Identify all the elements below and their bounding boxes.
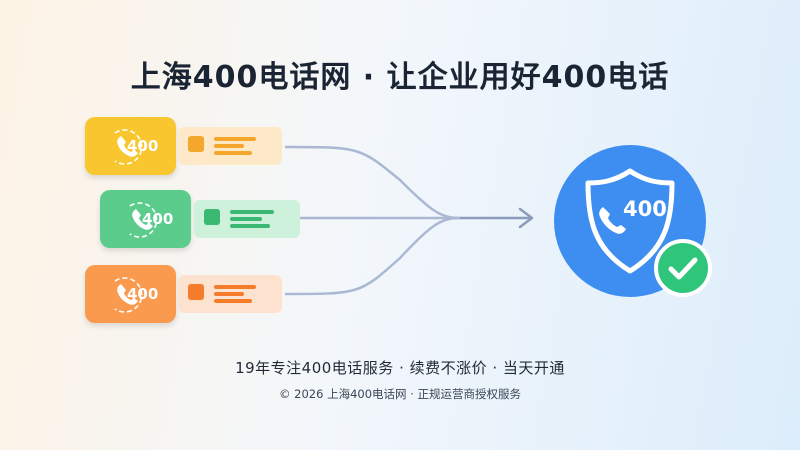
shield-badge: 400 [550, 145, 720, 305]
document-line [230, 224, 270, 228]
document-card [178, 127, 282, 165]
arrow-head-icon [518, 207, 534, 229]
document-square [188, 284, 204, 300]
flow-line-top [284, 145, 461, 220]
card-label: 400 [142, 210, 174, 228]
document-line [214, 299, 252, 303]
feature-line: 19年专注400电话服务 · 续费不涨价 · 当天开通 [235, 359, 565, 377]
page-title: 上海400电话网 · 让企业用好400电话 [130, 60, 670, 95]
phone-icon [114, 129, 143, 165]
document-line [230, 217, 262, 221]
card-label: 400 [127, 285, 159, 303]
phone-card-orange: 400 [85, 265, 176, 323]
document-line [214, 144, 244, 148]
document-square [204, 209, 220, 225]
phone-card-yellow: 400 [85, 117, 176, 175]
copyright-line: © 2026 上海400电话网 · 正规运营商授权服务 [279, 387, 521, 401]
document-line [230, 210, 274, 214]
document-line [214, 137, 256, 141]
document-square [188, 136, 204, 152]
flow-line-bottom [284, 216, 461, 296]
document-card [178, 275, 282, 313]
shield-label: 400 [623, 197, 667, 221]
document-line [214, 292, 244, 296]
phone-icon [129, 202, 158, 238]
check-icon [654, 239, 712, 297]
document-card [194, 200, 300, 238]
phone-icon [114, 277, 143, 313]
phone-card-green: 400 [100, 190, 191, 248]
document-line [214, 151, 252, 155]
document-line [214, 285, 256, 289]
card-label: 400 [127, 137, 159, 155]
